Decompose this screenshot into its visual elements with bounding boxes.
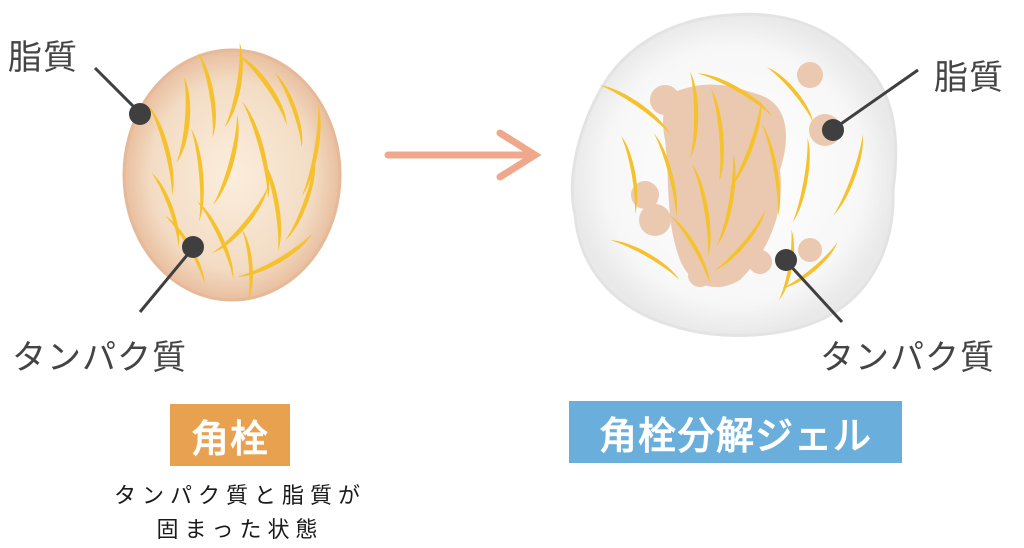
- sebum-plug-tag: 角栓: [170, 404, 290, 466]
- arrow-right-icon: [384, 129, 542, 181]
- right-lipid-pointer: [822, 68, 919, 141]
- sebum-plug-illustration: [122, 42, 342, 302]
- left-protein-pointer: [138, 236, 204, 313]
- right-protein-label: タンパク質: [820, 338, 995, 378]
- caption-line-1: タンパク質と脂質が: [113, 484, 366, 509]
- right-protein-pointer: [775, 249, 844, 324]
- right-lipid-label: 脂質: [934, 58, 1004, 98]
- plug-dissolving-gel-tag: 角栓分解ジェル: [569, 401, 902, 463]
- left-protein-label: タンパク質: [12, 338, 187, 378]
- caption-line-2: 固まった状態: [156, 518, 324, 543]
- sebum-plug-caption: タンパク質と脂質が 固まった状態: [80, 480, 400, 548]
- left-lipid-label: 脂質: [8, 38, 78, 78]
- left-lipid-pointer: [93, 66, 151, 125]
- dissolved-plug-illustration: [570, 12, 898, 337]
